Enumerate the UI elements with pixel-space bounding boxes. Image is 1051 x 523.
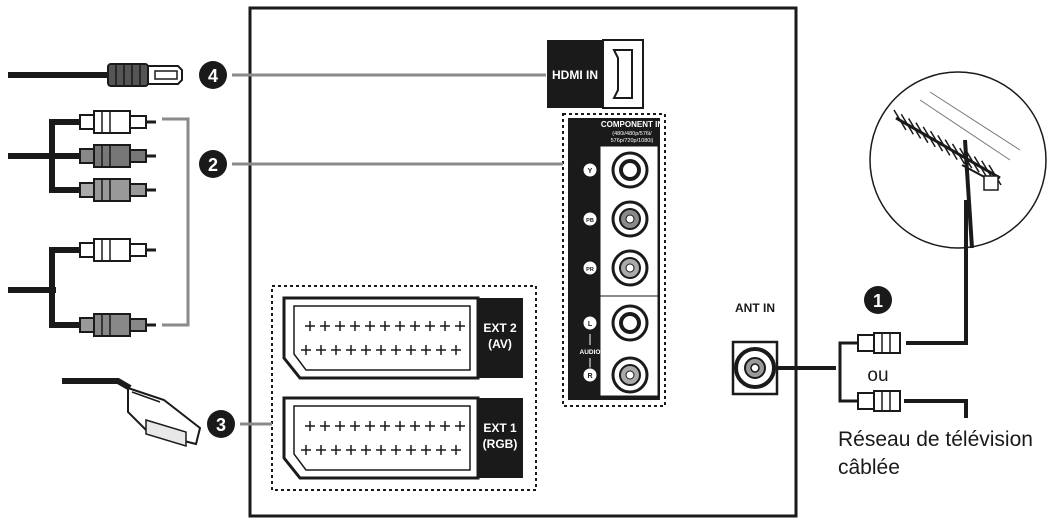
component-res-line2: 576p/720p/1080i): [611, 138, 654, 144]
scart-group: [271, 285, 537, 491]
jack-y[interactable]: Y: [582, 151, 649, 189]
marker-1: 1: [864, 286, 892, 314]
tv-back-panel: [248, 6, 798, 518]
svg-text:4: 4: [208, 66, 218, 86]
audio-label: AUDIO: [580, 349, 601, 356]
scart-cable: [62, 378, 132, 391]
ant-in-port[interactable]: [731, 340, 779, 396]
ext1-label-line1: EXT 1: [483, 421, 517, 435]
hdmi-in-label: HDMI IN: [552, 68, 598, 82]
svg-text:1: 1: [873, 291, 883, 311]
hdmi-plug-icon: [107, 63, 183, 87]
svg-text:L: L: [588, 321, 593, 328]
svg-text:PR: PR: [586, 267, 594, 273]
ant-split-bracket: [838, 341, 858, 403]
component-res-line1: (480i/480p/576i/: [612, 131, 652, 137]
ext1-label-line2: (RGB): [483, 437, 518, 451]
svg-text:R: R: [587, 373, 592, 380]
component-cable: [8, 119, 80, 193]
rca-plug-icon: [79, 178, 156, 202]
coax-plug-icon: [857, 390, 901, 412]
marker-4: 4: [199, 61, 227, 89]
scart-plug-icon: [127, 386, 202, 448]
ou-label: ou: [867, 365, 888, 386]
jack-audio-l[interactable]: L: [582, 304, 649, 342]
ext2-label-line1: EXT 2: [483, 321, 517, 335]
ext2-label-line2: (AV): [488, 337, 512, 351]
jack-pb[interactable]: PB: [582, 200, 649, 238]
svg-text:2: 2: [208, 155, 218, 175]
svg-text:3: 3: [216, 415, 226, 435]
jack-pr[interactable]: PR: [582, 249, 649, 287]
rca-plug-icon: [79, 144, 156, 168]
hdmi-in-port[interactable]: HDMI IN: [547, 39, 644, 109]
rca-plug-icon: [79, 238, 156, 262]
cable-tv-cable: [904, 399, 968, 418]
jack-audio-r[interactable]: R: [582, 356, 649, 394]
cable-network-label-line2: câblée: [838, 456, 900, 479]
audio-cable: [8, 247, 80, 328]
cable-network-label-line1: Réseau de télévision: [838, 428, 1033, 451]
component-bracket: [162, 117, 190, 327]
rca-plug-icon: [79, 313, 156, 337]
ext1-scart-port[interactable]: EXT 1 (RGB): [282, 396, 523, 480]
antenna-icon: [869, 71, 1047, 249]
svg-text:Y: Y: [588, 168, 593, 175]
marker-2: 2: [199, 150, 227, 178]
coax-plug-icon: [857, 332, 901, 354]
rca-plug-icon: [79, 110, 156, 134]
svg-text:PB: PB: [586, 218, 594, 224]
marker-3: 3: [207, 410, 235, 438]
ext2-scart-port[interactable]: EXT 2 (AV): [282, 296, 523, 380]
ant-in-label: ANT IN: [735, 301, 775, 315]
antenna-cable: [906, 200, 968, 345]
component-in-title: COMPONENT IN: [601, 120, 663, 129]
